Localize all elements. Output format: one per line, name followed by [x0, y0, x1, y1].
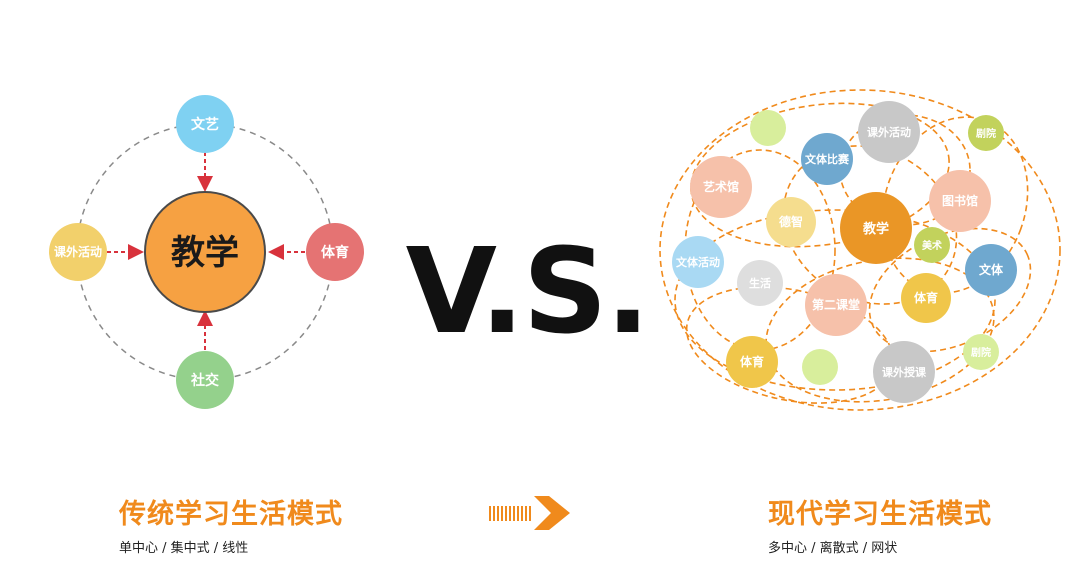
modern-subtitle: 多中心 / 离散式 / 网状 [768, 541, 898, 556]
modern-node-label: 生活 [749, 276, 771, 290]
satellite-label-top: 文艺 [191, 116, 219, 133]
traditional-caption: 传统学习生活模式 单中心 / 集中式 / 线性 [119, 492, 343, 556]
modern-node [726, 336, 778, 388]
modern-node-label: 图书馆 [942, 193, 978, 208]
modern-node-label: 第二课堂 [812, 297, 860, 312]
vs-label: V.S. [406, 222, 649, 360]
modern-node [963, 334, 999, 370]
modern-node [858, 101, 920, 163]
modern-title: 现代学习生活模式 [768, 499, 992, 530]
traditional-subtitle: 单中心 / 集中式 / 线性 [119, 541, 249, 556]
modern-node-label: 文体 [979, 262, 1004, 277]
modern-node [672, 236, 724, 288]
satellite-node-top [176, 95, 234, 153]
traditional-diagram: 教学 文艺 课外活动 体育 社交 [49, 95, 364, 409]
center-node-label: 教学 [171, 233, 239, 273]
modern-node [914, 227, 950, 263]
modern-caption: 现代学习生活模式 多中心 / 离散式 / 网状 [768, 492, 992, 556]
satellite-label-bottom: 社交 [190, 372, 219, 389]
modern-node-label: 剧院 [971, 346, 991, 359]
modern-node [965, 244, 1017, 296]
modern-node [802, 349, 838, 385]
modern-node [929, 170, 991, 232]
center-node [144, 191, 266, 313]
traditional-title: 传统学习生活模式 [119, 499, 343, 530]
modern-node-label: 教学 [862, 221, 889, 237]
modern-node-label: 体育 [740, 354, 764, 369]
modern-node-label: 文体活动 [676, 255, 720, 269]
modern-node-label: 文体比赛 [805, 152, 850, 166]
modern-node [805, 274, 867, 336]
modern-node-label: 课外活动 [867, 125, 911, 139]
modern-node [766, 197, 816, 247]
modern-node [750, 110, 786, 146]
modern-diagram: 课外活动 文体比赛 剧院 艺术馆 德智 教学 图书馆 文体活动 生活 美术 文体… [659, 89, 1061, 411]
modern-node-label: 艺术馆 [703, 179, 739, 194]
modern-node [737, 260, 783, 306]
transition-arrow [489, 496, 570, 530]
modern-node [968, 115, 1004, 151]
modern-node [840, 192, 912, 264]
network-loop [782, 145, 958, 305]
modern-node-label: 德智 [779, 214, 803, 229]
modern-node-label: 剧院 [976, 127, 996, 140]
satellite-label-right: 体育 [321, 244, 349, 261]
modern-node [901, 273, 951, 323]
satellite-node-left [49, 223, 107, 281]
network-loop [685, 286, 895, 404]
modern-node [690, 156, 752, 218]
modern-node-label: 体育 [914, 290, 938, 305]
satellite-label-left: 课外活动 [54, 244, 102, 259]
modern-node-label: 课外授课 [882, 365, 927, 379]
modern-node [801, 133, 853, 185]
satellite-node-right [306, 223, 364, 281]
network-loop [674, 209, 996, 391]
satellite-node-bottom [176, 351, 234, 409]
modern-node [873, 341, 935, 403]
modern-node-label: 美术 [922, 239, 942, 252]
network-loop [659, 89, 1061, 411]
